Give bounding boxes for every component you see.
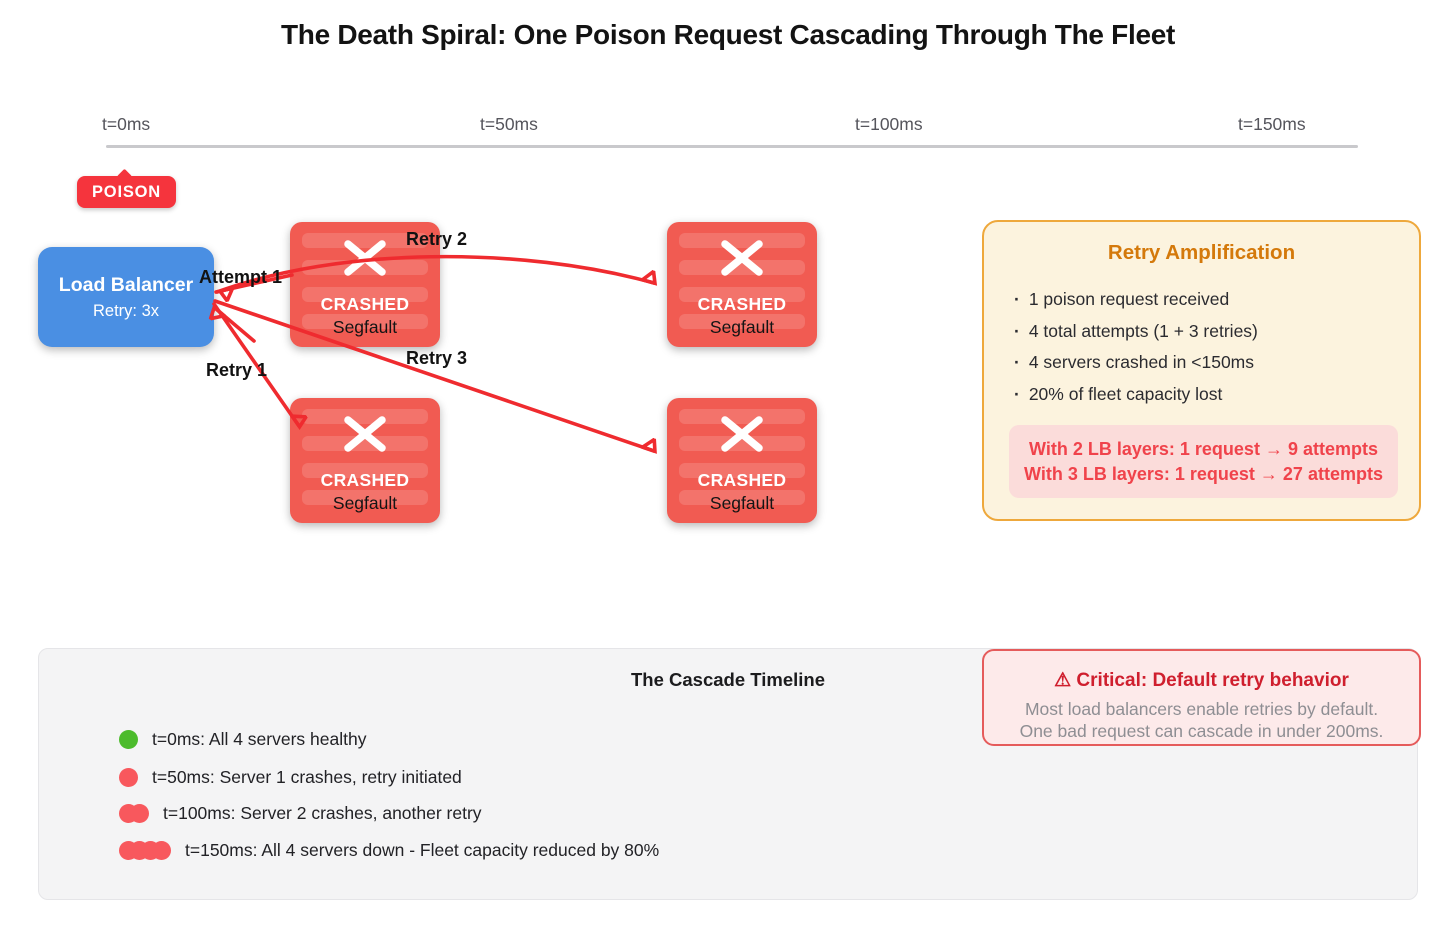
timeline-event-row: t=50ms: Server 1 crashes, retry initiate…	[119, 767, 462, 787]
server-rack-slot	[679, 463, 805, 478]
status-dot	[119, 729, 138, 749]
server-status-dots	[119, 840, 171, 860]
server-status: CRASHED	[320, 470, 410, 490]
timeline-axis	[106, 145, 1358, 148]
server-rack-slot	[302, 490, 428, 505]
lb-layers-warning-box: With 2 LB layers: 1 request → 9 attempts…	[1009, 425, 1398, 498]
retry-amplification-title: Retry Amplification	[1107, 241, 1296, 264]
timeline-tick-0ms: t=0ms	[102, 114, 151, 134]
server-rack-slot	[679, 287, 805, 302]
timeline-event-text: t=100ms: Server 2 crashes, another retry	[163, 802, 482, 823]
server-rack-slot	[679, 314, 805, 329]
cascade-timeline-title: The Cascade Timeline	[631, 669, 825, 690]
retry-3-label: Retry 3	[406, 348, 468, 368]
load-balancer-retry-config: Retry: 3x	[92, 301, 160, 320]
poison-badge-label: POISON	[92, 182, 161, 201]
server-status-dots	[119, 729, 138, 749]
server-status: CRASHED	[697, 294, 787, 314]
server-error: Segfault	[709, 493, 775, 513]
server-status-dots	[119, 803, 149, 823]
server-rack-slot	[302, 463, 428, 478]
server-error: Segfault	[332, 493, 398, 513]
crash-x-icon	[721, 240, 763, 276]
critical-warning-title: ⚠ Critical: Default retry behavior	[1054, 670, 1349, 691]
lb-layers-warning-line: With 3 LB layers: 1 request → 27 attempt…	[1024, 463, 1383, 484]
crash-x-icon	[344, 416, 386, 452]
server-node-2: CRASHED Segfault	[290, 398, 440, 523]
amplification-bullet: 20% of fleet capacity lost	[1014, 379, 1258, 411]
critical-warning-body: Most load balancers enable retries by de…	[984, 698, 1419, 742]
amplification-bullet-list: 1 poison request received 4 total attemp…	[1014, 284, 1258, 410]
timeline-event-row: t=0ms: All 4 servers healthy	[119, 729, 366, 749]
poison-badge: POISON	[77, 168, 176, 208]
critical-warning-line: One bad request can cascade in under 200…	[1019, 721, 1384, 741]
critical-warning-box: ⚠ Critical: Default retry behavior Most …	[982, 649, 1421, 746]
server-status: CRASHED	[320, 294, 410, 314]
failure-return-arrow-2	[215, 308, 256, 343]
server-rack-slot	[679, 409, 805, 424]
timeline-tick-100ms: t=100ms	[855, 114, 923, 134]
amplification-bullet: 4 total attempts (1 + 3 retries)	[1014, 316, 1258, 348]
retry-1-label: Retry 1	[206, 360, 268, 380]
timeline-event-text: t=150ms: All 4 servers down - Fleet capa…	[185, 839, 660, 860]
timeline-tick-150ms: t=150ms	[1238, 114, 1306, 134]
timeline-event-text: t=50ms: Server 1 crashes, retry initiate…	[152, 766, 462, 787]
amplification-bullet: 1 poison request received	[1014, 284, 1258, 316]
timeline-event-row: t=150ms: All 4 servers down - Fleet capa…	[119, 840, 659, 860]
attempt-1-label: Attempt 1	[199, 267, 283, 287]
server-rack-slot	[679, 260, 805, 275]
critical-warning-line: Most load balancers enable retries by de…	[1024, 699, 1379, 719]
server-rack-slot	[302, 233, 428, 248]
server-error: Segfault	[332, 317, 398, 337]
status-dot	[130, 803, 149, 823]
server-status: CRASHED	[697, 470, 787, 490]
server-status-dots	[119, 767, 138, 787]
status-dot	[119, 767, 138, 787]
server-error: Segfault	[709, 317, 775, 337]
server-rack-slot	[679, 233, 805, 248]
amplification-bullet: 4 servers crashed in <150ms	[1014, 347, 1258, 379]
server-node-4: CRASHED Segfault	[667, 398, 817, 523]
timeline-event-row: t=100ms: Server 2 crashes, another retry	[119, 803, 482, 823]
page-title: The Death Spiral: One Poison Request Cas…	[280, 19, 1176, 50]
lb-layers-warning-line: With 2 LB layers: 1 request → 9 attempts	[1029, 438, 1378, 459]
server-rack-slot	[679, 490, 805, 505]
crash-x-icon	[344, 240, 386, 276]
server-node-3: CRASHED Segfault	[667, 222, 817, 347]
load-balancer-node: Load Balancer Retry: 3x	[38, 247, 214, 347]
status-dot	[152, 840, 171, 860]
timeline-event-text: t=0ms: All 4 servers healthy	[152, 728, 367, 749]
retry-2-label: Retry 2	[406, 229, 468, 249]
timeline-tick-50ms: t=50ms	[480, 114, 538, 134]
retry-amplification-panel: Retry Amplification 1 poison request rec…	[982, 220, 1421, 521]
server-rack-slot	[679, 436, 805, 451]
load-balancer-title: Load Balancer	[58, 273, 194, 296]
crash-x-icon	[721, 416, 763, 452]
